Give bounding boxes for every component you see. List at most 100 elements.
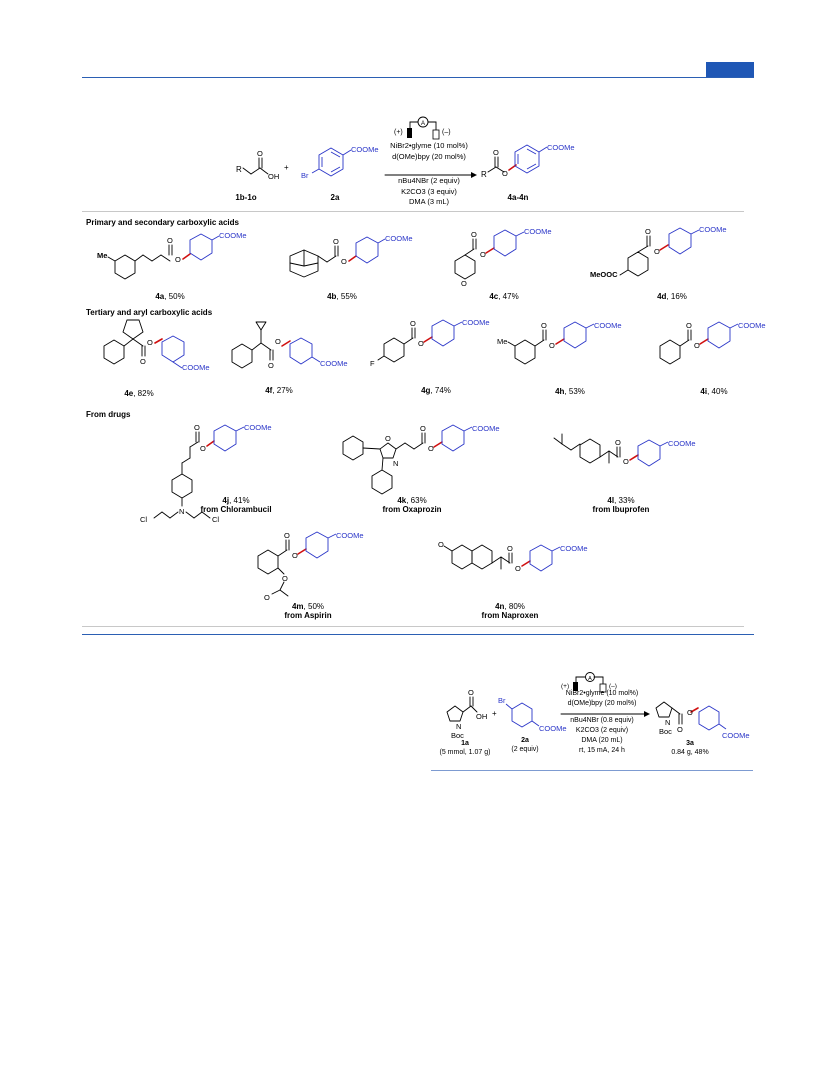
compound-4k-label: 4k, 63% from Oxaprozin bbox=[382, 496, 442, 514]
svg-text:O: O bbox=[541, 321, 547, 330]
svg-text:O: O bbox=[687, 708, 693, 717]
condition-catalyst: NiBr2•glyme (10 mol%) bbox=[390, 141, 468, 150]
svg-text:A: A bbox=[588, 676, 592, 682]
svg-text:O: O bbox=[515, 564, 521, 573]
reaction-conditions-above: NiBr2•glyme (10 mol%) d(OMe)bpy (20 mol%… bbox=[369, 141, 489, 162]
section-tertiary-title: Tertiary and aryl carboxylic acids bbox=[86, 308, 213, 317]
svg-text:O: O bbox=[420, 424, 426, 433]
svg-text:O: O bbox=[333, 237, 339, 246]
svg-text:Br: Br bbox=[301, 171, 309, 180]
acid-structure: R O OH bbox=[236, 149, 279, 181]
scaleup-conditions-below: nBu4NBr (0.8 equiv) K2CO3 (2 equiv) DMA … bbox=[570, 717, 634, 754]
compound-4m-label: 4m, 50% from Aspirin bbox=[284, 602, 332, 620]
compound-4g-label: 4g, 74% bbox=[421, 386, 451, 395]
svg-text:MeOOC: MeOOC bbox=[590, 270, 618, 279]
svg-text:Me: Me bbox=[497, 337, 507, 346]
svg-text:Br: Br bbox=[498, 696, 506, 705]
svg-text:O: O bbox=[654, 247, 660, 256]
cathode-label: (–) bbox=[442, 129, 451, 136]
scaleup-product-label: 3a 0.84 g, 48% bbox=[671, 740, 709, 756]
structure-4b: O O COOMe bbox=[289, 234, 413, 278]
svg-text:+: + bbox=[492, 709, 497, 718]
svg-text:O: O bbox=[468, 688, 474, 697]
scaleup-conditions-above: NiBr2•glyme (10 mol%) d(OMe)bpy (20 mol%… bbox=[565, 690, 639, 707]
svg-text:O: O bbox=[292, 551, 298, 560]
svg-text:O: O bbox=[615, 438, 621, 447]
svg-text:COOMe: COOMe bbox=[472, 424, 500, 433]
section-drugs-title: From drugs bbox=[86, 410, 131, 419]
svg-text:O: O bbox=[502, 169, 508, 178]
structure-4j: O O N Cl Cl COOMe bbox=[140, 423, 272, 524]
anode-label: (+) bbox=[394, 129, 403, 136]
svg-text:O: O bbox=[282, 574, 288, 583]
svg-text:O: O bbox=[461, 279, 467, 288]
compound-4h-label: 4h, 53% bbox=[555, 387, 585, 396]
svg-text:O: O bbox=[275, 337, 281, 346]
structure-4l: O O COOMe bbox=[553, 433, 696, 467]
svg-text:O: O bbox=[694, 341, 700, 350]
svg-text:O: O bbox=[167, 236, 173, 245]
svg-text:O: O bbox=[268, 361, 274, 370]
compound-4f-label: 4f, 27% bbox=[265, 386, 293, 395]
svg-text:COOMe: COOMe bbox=[560, 544, 588, 553]
structure-4i: O O COOMe bbox=[659, 321, 766, 365]
structure-4a: Me O O COOMe bbox=[97, 231, 247, 280]
proline-structure: O OH N Boc bbox=[446, 688, 487, 740]
section-blue-rule bbox=[82, 634, 754, 635]
svg-text:COOMe: COOMe bbox=[385, 234, 413, 243]
bromide-label: 2a bbox=[330, 193, 340, 202]
svg-text:O: O bbox=[257, 149, 263, 158]
compound-4a-label: 4a, 50% bbox=[155, 292, 185, 301]
compound-4l-label: 4l, 33% from Ibuprofen bbox=[592, 496, 650, 514]
structure-4h: Me O O COOMe bbox=[497, 321, 622, 365]
svg-text:O: O bbox=[480, 250, 486, 259]
svg-text:COOMe: COOMe bbox=[244, 423, 272, 432]
svg-text:COOMe: COOMe bbox=[699, 225, 727, 234]
journal-tag-block bbox=[706, 62, 754, 77]
svg-text:Cl: Cl bbox=[140, 515, 147, 524]
svg-text:F: F bbox=[370, 359, 375, 368]
svg-text:(–): (–) bbox=[609, 683, 617, 690]
acid-label: 1b-1o bbox=[235, 193, 257, 202]
svg-text:COOMe: COOMe bbox=[182, 363, 210, 372]
svg-text:COOMe: COOMe bbox=[524, 227, 552, 236]
svg-text:O: O bbox=[194, 423, 200, 432]
condition-ligand: d(OMe)bpy (20 mol%) bbox=[392, 151, 466, 161]
svg-text:Cl: Cl bbox=[212, 515, 219, 524]
svg-text:O: O bbox=[686, 321, 692, 330]
scaleup-bromide-structure: Br COOMe bbox=[498, 696, 567, 733]
condition-solvent: DMA (3 mL) bbox=[408, 197, 449, 206]
scaleup-bottom-rule bbox=[431, 770, 753, 771]
svg-text:O: O bbox=[438, 540, 444, 549]
svg-text:O: O bbox=[645, 227, 651, 236]
svg-text:COOMe: COOMe bbox=[336, 531, 364, 540]
structure-4k: O N O O COOMe bbox=[342, 424, 500, 495]
svg-text:O: O bbox=[677, 725, 683, 734]
product-label: 4a-4n bbox=[507, 193, 529, 202]
product-structure: R O O COOMe bbox=[481, 143, 575, 179]
svg-text:O: O bbox=[493, 148, 499, 157]
svg-text:OH: OH bbox=[268, 172, 279, 181]
svg-text:N: N bbox=[179, 507, 184, 516]
compound-4d-label: 4d, 16% bbox=[657, 292, 687, 301]
svg-text:O: O bbox=[147, 338, 153, 347]
svg-text:COOMe: COOMe bbox=[219, 231, 247, 240]
svg-text:N: N bbox=[665, 718, 670, 727]
structure-4d: MeOOC O O COOMe bbox=[590, 225, 727, 279]
substrate-table-bottom-rule bbox=[82, 626, 744, 627]
svg-text:O: O bbox=[428, 444, 434, 453]
scaleup-bromide-label: 2a (2 equiv) bbox=[511, 737, 539, 753]
plus-sign: + bbox=[284, 163, 289, 172]
compound-4n-label: 4n, 80% from Naproxen bbox=[481, 602, 539, 620]
structure-4c: O O O COOMe bbox=[454, 227, 552, 288]
svg-text:O: O bbox=[549, 341, 555, 350]
structure-4n: O O O COOMe bbox=[438, 540, 588, 573]
svg-text:O: O bbox=[385, 434, 391, 443]
current-symbol: A bbox=[421, 121, 425, 127]
svg-text:O: O bbox=[284, 531, 290, 540]
svg-text:O: O bbox=[341, 257, 347, 266]
svg-text:COOMe: COOMe bbox=[738, 321, 766, 330]
svg-text:COOMe: COOMe bbox=[594, 321, 622, 330]
